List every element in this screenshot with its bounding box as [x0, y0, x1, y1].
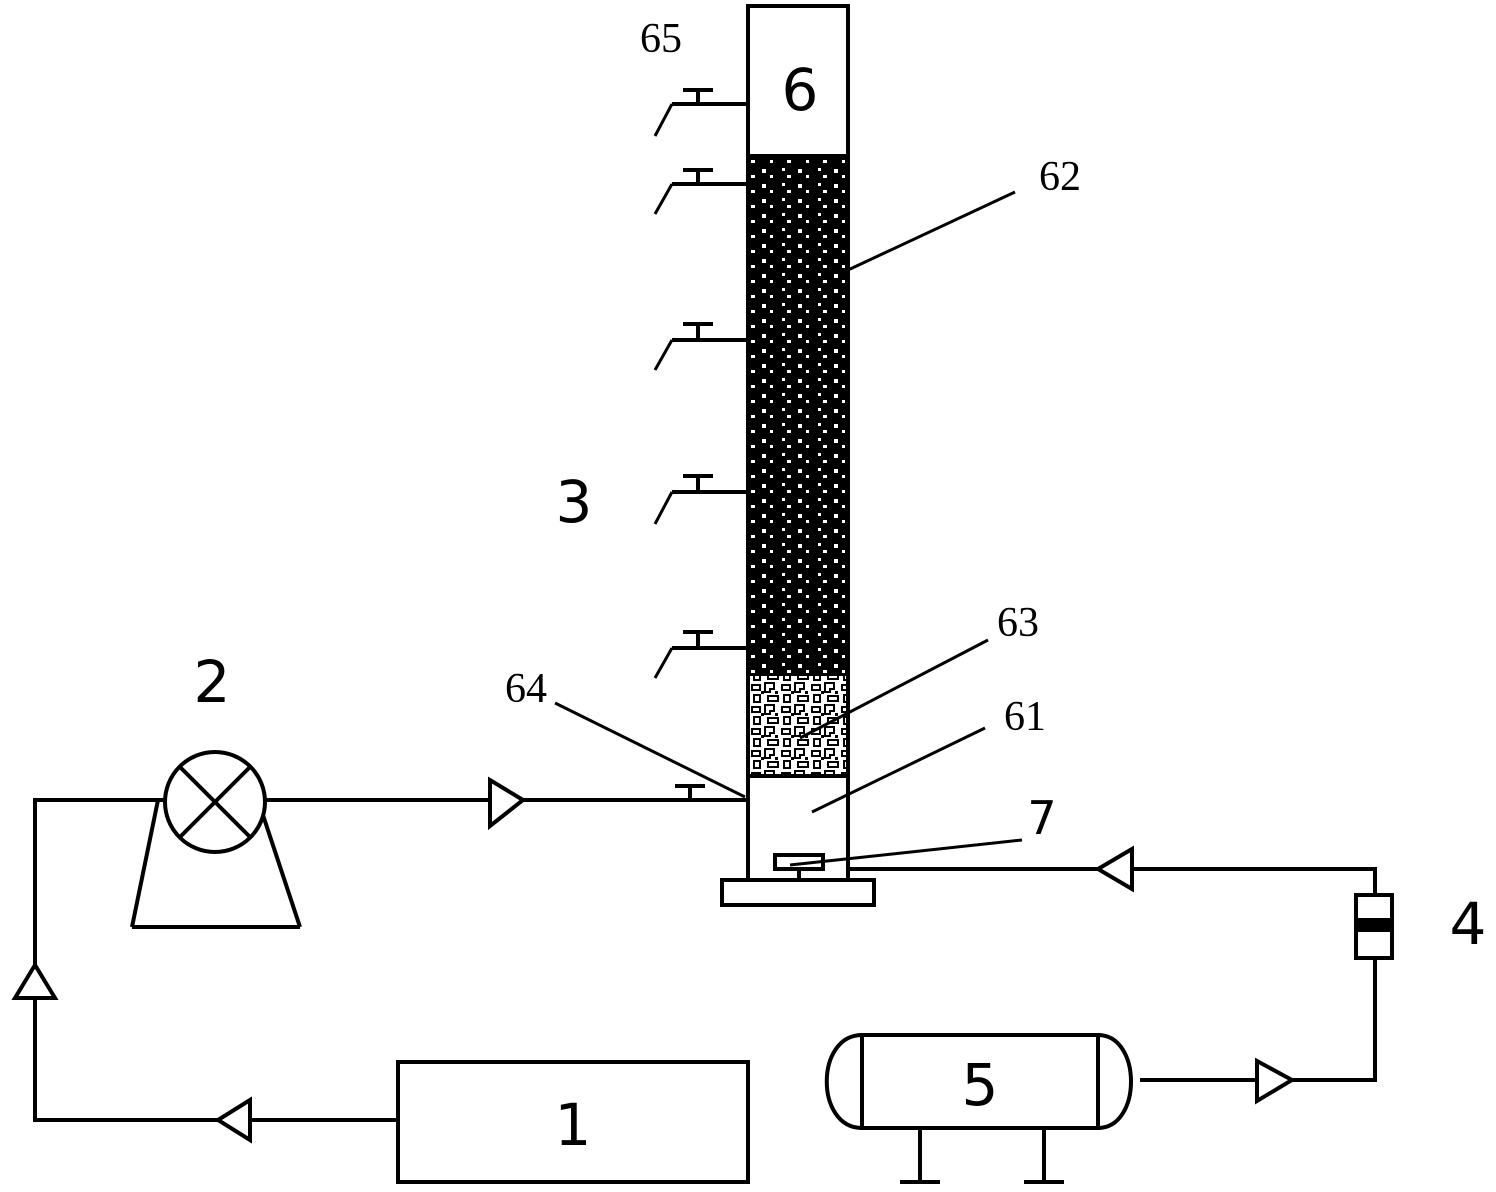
sampling-valve [653, 322, 748, 371]
sampling-valve [653, 630, 748, 679]
reactor-base [720, 878, 876, 907]
air-compressor: 5 [824, 1033, 1133, 1184]
callout-7: 7 [789, 791, 1057, 867]
flowmeter-label: 4 [1450, 890, 1487, 958]
outlet-ref-label: 65 [640, 16, 682, 62]
sampling-valve [653, 168, 748, 215]
pump-label: 2 [194, 648, 231, 716]
support-layer [748, 676, 848, 776]
flowmeter: 4 [1354, 890, 1487, 960]
inlet-valve [675, 784, 705, 800]
callout-61: 61 [811, 694, 1046, 814]
sampling-ports: 3 [556, 88, 748, 679]
reactor-column-label: 6 [782, 56, 819, 124]
inlet-ref-label: 64 [505, 666, 547, 712]
flow-arrow-icon [214, 1096, 252, 1144]
bottom-chamber-ref-label: 61 [1004, 694, 1046, 740]
callout-64: 64 [505, 666, 746, 799]
flow-arrow-icon [1094, 845, 1134, 893]
aerator-label: 7 [1027, 791, 1056, 845]
packing-layer [748, 158, 848, 676]
support-layer-ref-label: 63 [997, 600, 1039, 646]
sampling-valve [653, 474, 748, 525]
inlet-pipe [265, 776, 748, 831]
storage-tank: 1 [396, 1060, 750, 1184]
callout-63: 63 [799, 600, 1039, 740]
outlet-valve [653, 88, 748, 137]
callout-62: 62 [847, 154, 1081, 272]
storage-tank-label: 1 [555, 1091, 592, 1159]
flow-arrow-icon [11, 961, 59, 1000]
pump: 2 [130, 648, 302, 929]
callout-65: 65 [640, 16, 682, 62]
reactor-column: 6 [746, 4, 850, 882]
sampling-ports-label: 3 [556, 468, 593, 536]
air-pipe [848, 867, 1377, 1082]
packing-layer-ref-label: 62 [1039, 154, 1081, 200]
flow-arrow-icon [1255, 1057, 1297, 1105]
aerator [773, 853, 825, 880]
air-compressor-label: 5 [962, 1051, 999, 1119]
